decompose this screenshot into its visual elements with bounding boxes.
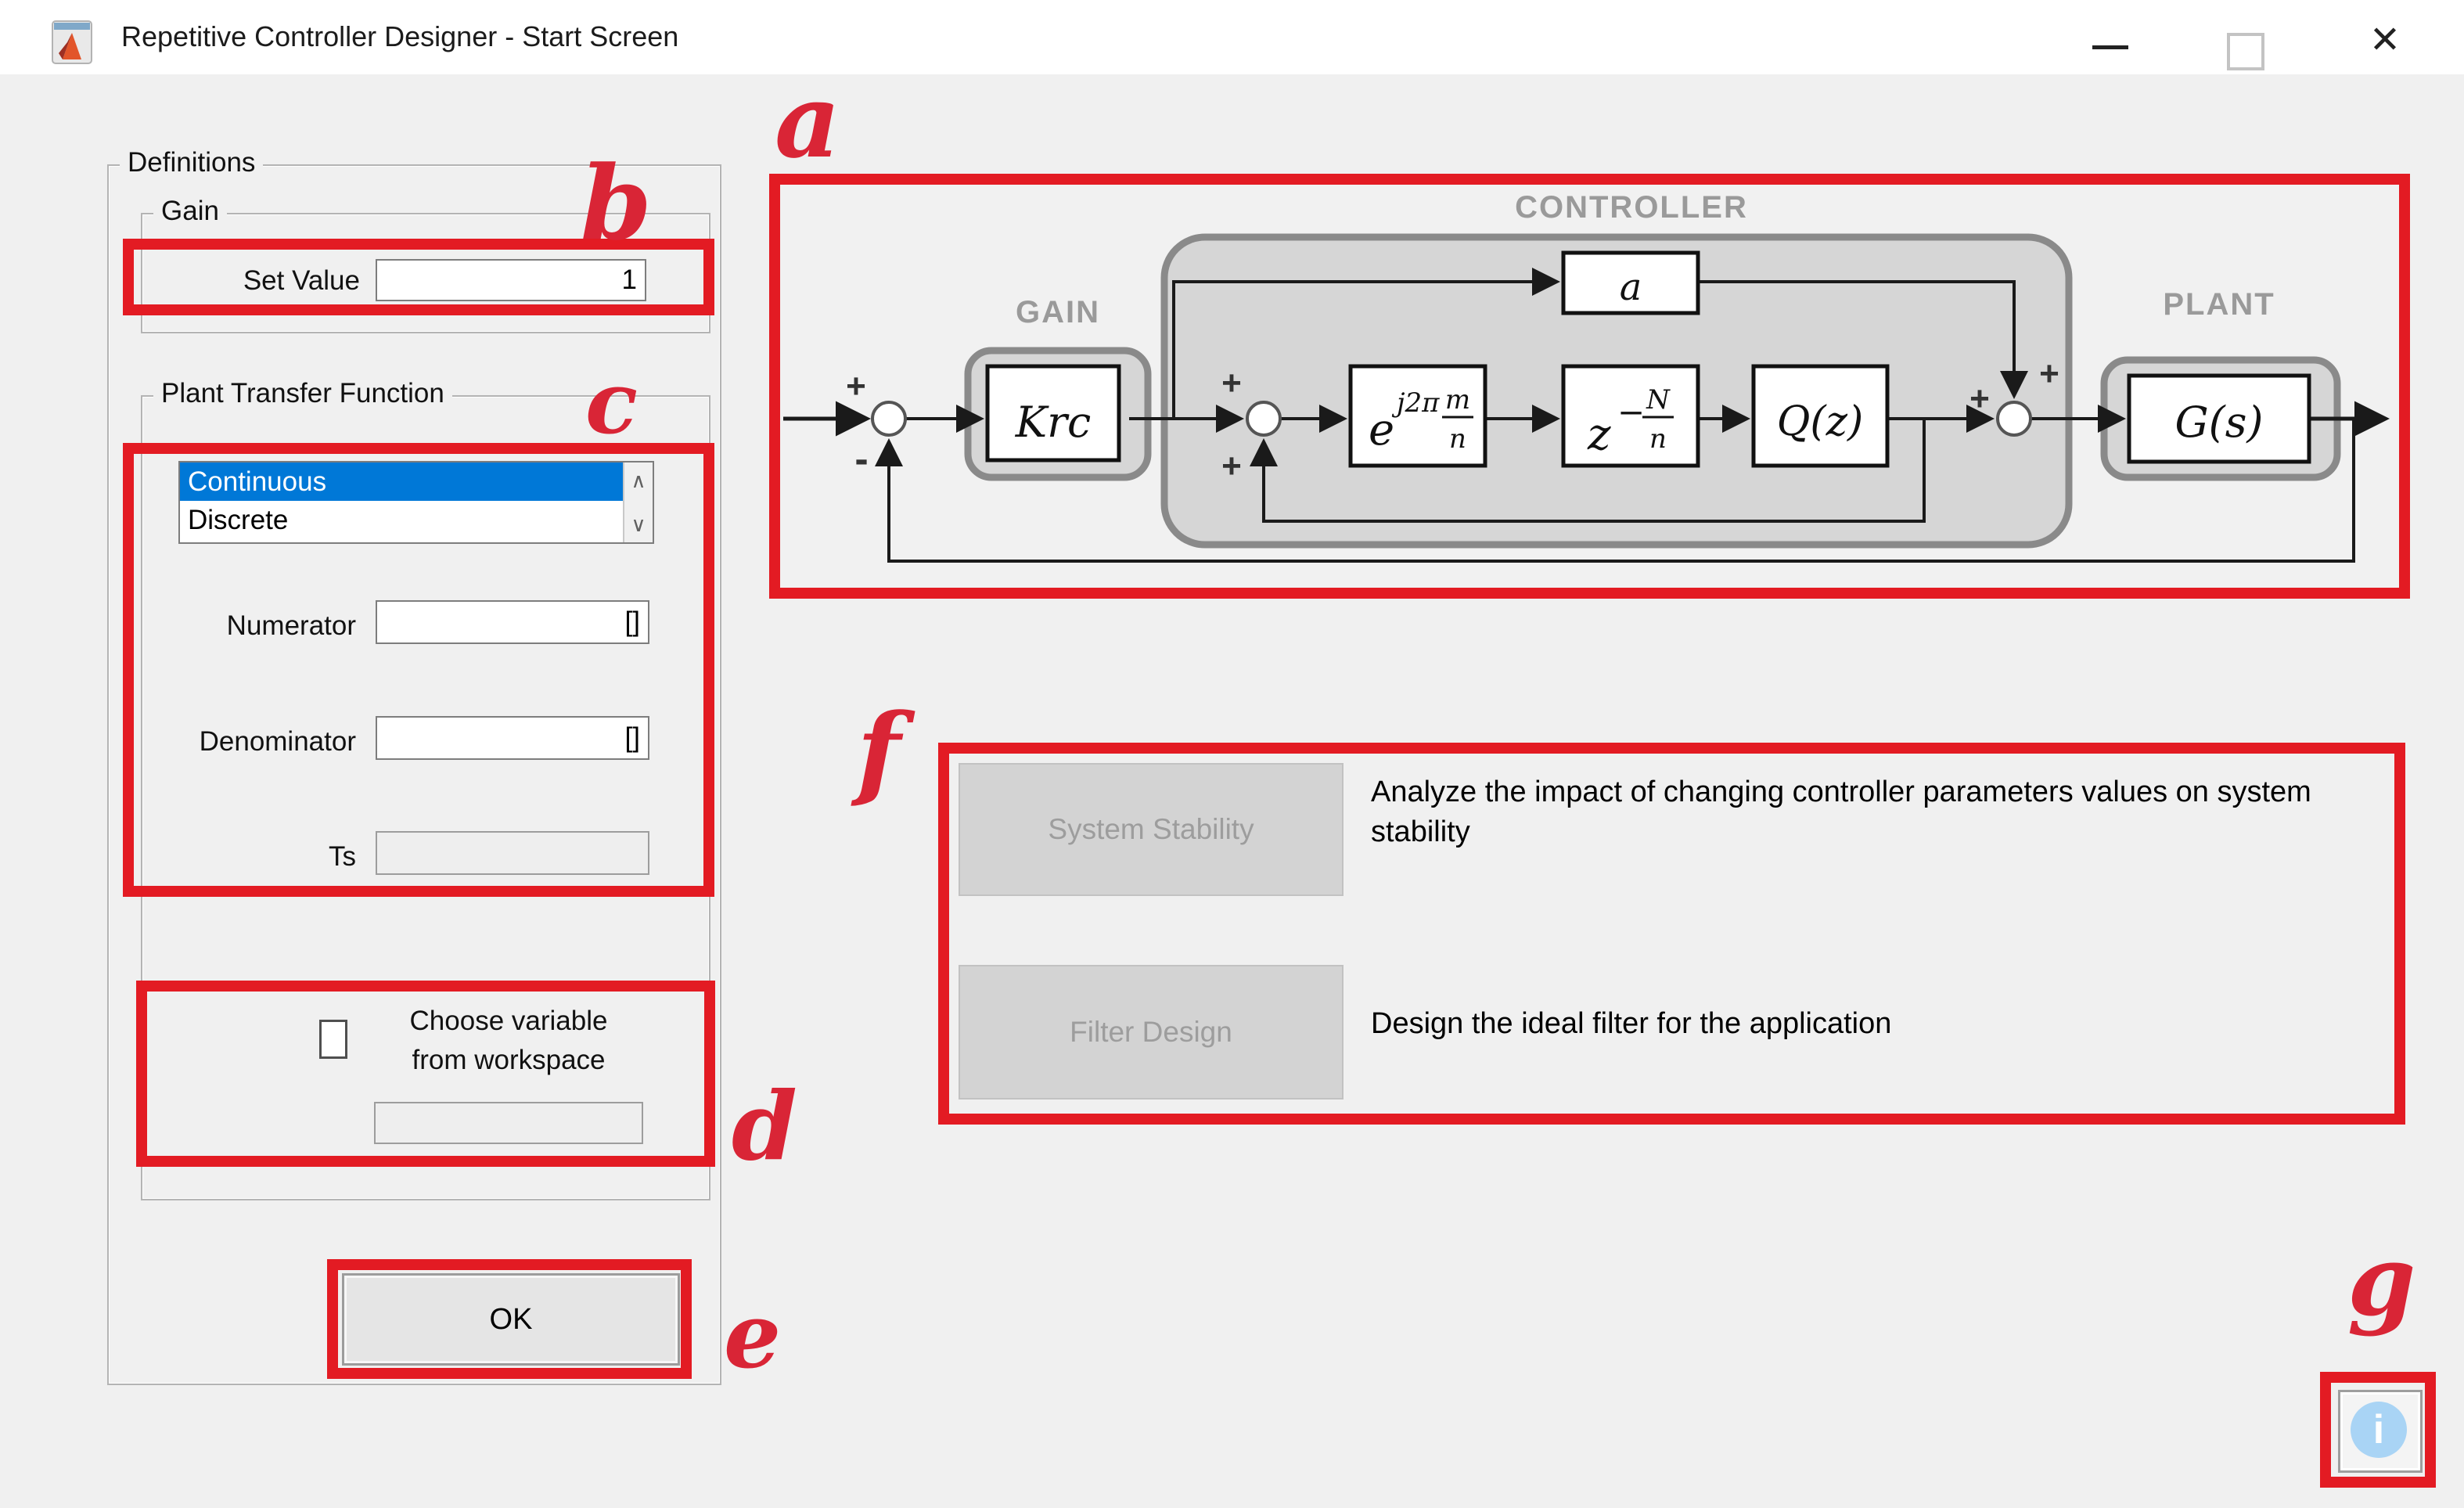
krc-block-label: Krc: [1015, 398, 1091, 447]
sum1-plus-sign: +: [846, 367, 866, 405]
annotation-letter-a: a: [775, 61, 841, 181]
plant-transfer-function-title: Plant Transfer Function: [153, 378, 452, 409]
controller-label: CONTROLLER: [1515, 190, 1748, 225]
workspace-variable-input: [374, 1102, 643, 1144]
branch-tap-wire: [1172, 268, 1560, 419]
info-icon: i: [2351, 1402, 2407, 1458]
definitions-panel: Definitions: [107, 147, 721, 1385]
ts-input: [376, 831, 649, 875]
numerator-input[interactable]: [376, 600, 649, 644]
annotation-letter-b: b: [581, 143, 652, 263]
listbox-scrollbar[interactable]: ∧ ∨: [623, 462, 653, 542]
gain-panel-title: Gain: [153, 196, 227, 227]
scroll-up-icon[interactable]: ∧: [631, 469, 646, 492]
denominator-input[interactable]: [376, 716, 649, 760]
filter-design-button: Filter Design: [959, 965, 1344, 1100]
gain-label: GAIN: [1016, 295, 1100, 329]
app-body: Definitions Gain Set Value Plant Transfe…: [0, 70, 2464, 1508]
workspace-checkbox-label: Choose variable from workspace: [379, 1002, 638, 1080]
ok-button[interactable]: OK: [342, 1273, 680, 1366]
exp-block-den: n: [1449, 423, 1466, 455]
annotation-letter-e: e: [724, 1283, 782, 1389]
minimize-icon: [2092, 45, 2128, 49]
a-block-label: a: [1620, 265, 1642, 309]
sum1-minus-sign: -: [854, 437, 868, 482]
matlab-app-icon: [52, 20, 92, 64]
workspace-checkbox-label-line1: Choose variable: [409, 1006, 608, 1036]
outer-feedback-wire: [875, 419, 2355, 563]
krc-block: [985, 364, 1121, 462]
exp-block-sup: j2π: [1391, 387, 1440, 419]
delay-block: [1561, 364, 1700, 468]
info-button[interactable]: i: [2338, 1390, 2423, 1473]
annotation-letter-c: c: [585, 352, 638, 453]
listbox-option-continuous[interactable]: Continuous: [180, 462, 626, 501]
plant-label: PLANT: [2163, 287, 2275, 322]
inner-feedback-wire: [1250, 419, 1926, 523]
sum3-plus-input-sign: +: [1969, 380, 1990, 418]
exp-block-num: m: [1445, 384, 1470, 416]
close-button[interactable]: ✕: [2369, 20, 2401, 61]
annotation-letter-d: d: [732, 1071, 797, 1182]
annotation-letter-g: g: [2347, 1224, 2416, 1338]
filter-design-description: Design the ideal filter for the applicat…: [1371, 1007, 1892, 1040]
sum3-plus-branch-sign: +: [2039, 355, 2059, 393]
q-block-label: Q(z): [1777, 398, 1864, 445]
plant-block: [2127, 373, 2311, 464]
q-block: [1751, 364, 1890, 468]
a-block: [1561, 250, 1700, 315]
definitions-panel-title: Definitions: [120, 147, 264, 178]
listbox-option-discrete[interactable]: Discrete: [188, 505, 289, 535]
plant-block-label: G(s): [2175, 398, 2264, 447]
exp-block-base: e: [1369, 405, 1394, 455]
set-value-label: Set Value: [243, 265, 360, 296]
sum2-plus-input-sign: +: [1221, 364, 1242, 402]
block-diagram: CONTROLLER GAIN PLANT + -: [780, 185, 2399, 588]
delay-block-den: n: [1649, 423, 1667, 455]
window-title: Repetitive Controller Designer - Start S…: [121, 20, 679, 52]
system-stability-description: Analyze the impact of changing controlle…: [1371, 776, 2311, 849]
set-value-input[interactable]: [376, 259, 646, 301]
scroll-down-icon[interactable]: ∨: [631, 513, 646, 536]
annotation-letter-f: f: [857, 691, 901, 811]
block-diagram-svg: CONTROLLER GAIN PLANT + -: [783, 190, 2390, 563]
workspace-checkbox-label-line2: from workspace: [412, 1045, 606, 1075]
workspace-checkbox[interactable]: [319, 1020, 347, 1059]
denominator-label: Denominator: [199, 726, 356, 757]
delay-block-num: N: [1646, 384, 1671, 416]
a-output-wire: [1698, 280, 2028, 399]
delay-block-sign: −: [1617, 393, 1645, 431]
delay-block-base: z: [1587, 409, 1611, 460]
minimize-button[interactable]: [2088, 23, 2135, 59]
sum-junction-3: [1996, 401, 2032, 437]
maximize-button[interactable]: [2227, 33, 2264, 70]
title-bar: Repetitive Controller Designer - Start S…: [0, 0, 2464, 74]
numerator-label: Numerator: [226, 610, 356, 641]
sum2-plus-feedback-sign: +: [1221, 447, 1242, 485]
sum-junction-2: [1246, 401, 1282, 437]
system-stability-button: System Stability: [959, 763, 1344, 896]
sum-junction-1: [871, 401, 907, 437]
ts-label: Ts: [329, 841, 356, 872]
tf-type-listbox[interactable]: Continuous Discrete ∧ ∨: [178, 461, 654, 544]
